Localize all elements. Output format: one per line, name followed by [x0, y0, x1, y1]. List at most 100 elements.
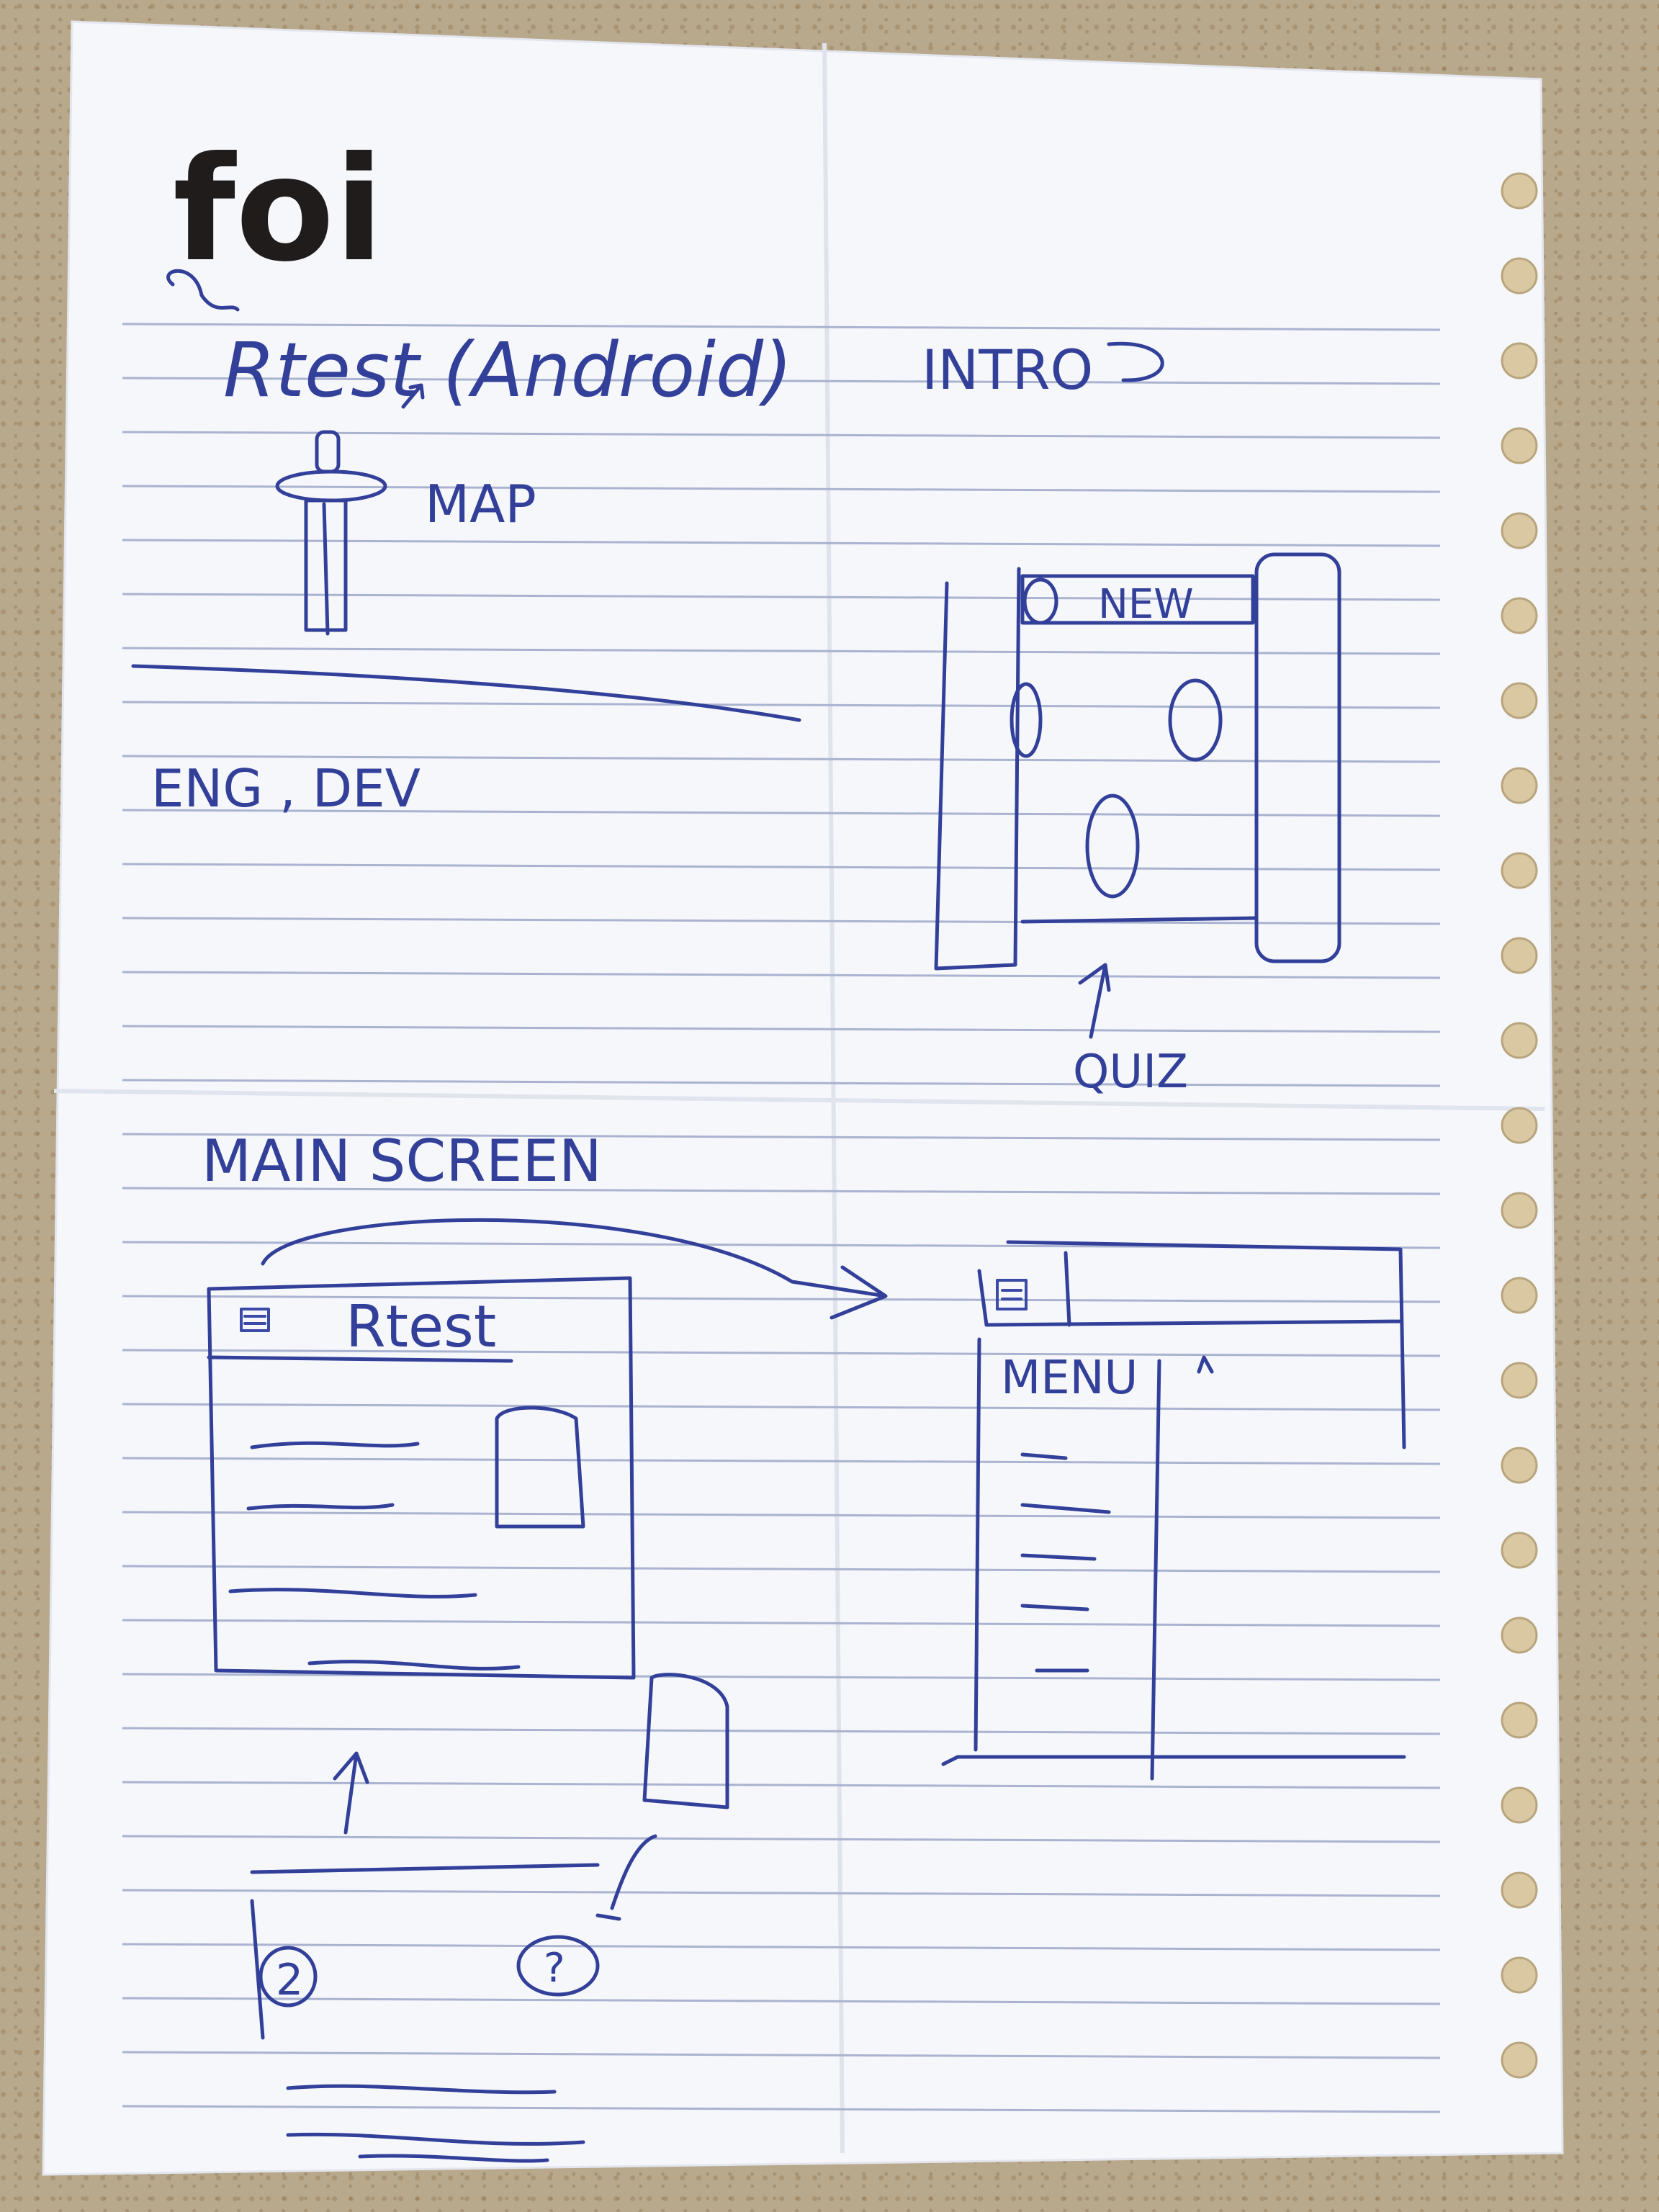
text-line — [228, 1588, 477, 1599]
paper-sheet — [42, 20, 1564, 2176]
rule-line — [122, 431, 1441, 439]
languages-text: ENG , DEV — [151, 758, 421, 819]
foi-logo: foi — [173, 126, 384, 294]
rule-line — [122, 323, 1441, 331]
binding-hole — [1501, 257, 1538, 295]
rule-line — [122, 377, 1441, 385]
binding-hole — [1501, 597, 1538, 634]
up-arrow — [333, 1751, 369, 1835]
rule-line — [122, 1565, 1441, 1573]
rule-line — [122, 593, 1441, 601]
rule-line — [122, 1511, 1441, 1519]
circle-right-text: ? — [544, 1945, 565, 1992]
map-label: MAP — [425, 474, 536, 534]
menu-caret-icon — [1197, 1355, 1214, 1374]
text-line — [246, 1503, 395, 1511]
rule-line — [122, 809, 1441, 817]
rule-line — [122, 1349, 1441, 1357]
intro-underline — [1107, 341, 1164, 382]
rule-line — [122, 1781, 1441, 1789]
binding-hole — [1501, 1107, 1538, 1144]
rule-line — [122, 971, 1441, 979]
map-pin-icon — [275, 430, 387, 636]
left-panel — [934, 567, 1021, 971]
binding-hole — [1501, 1532, 1538, 1569]
binding-hole — [1501, 1022, 1538, 1059]
binding-holes — [1501, 172, 1538, 2079]
rule-line — [122, 539, 1441, 547]
binding-hole — [1501, 937, 1538, 974]
hamburger-icon — [240, 1308, 270, 1332]
rule-line — [122, 1835, 1441, 1843]
text-line — [250, 1441, 420, 1449]
rule-line — [122, 1403, 1441, 1411]
rule-line — [122, 755, 1441, 763]
intro-label: INTRO — [922, 338, 1093, 402]
menu-hamburger-icon — [996, 1279, 1028, 1310]
rule-line — [122, 1727, 1441, 1735]
binding-hole — [1501, 1786, 1538, 1824]
binding-hole — [1501, 512, 1538, 549]
rule-line — [122, 863, 1441, 871]
menu-label: MENU — [1001, 1352, 1138, 1405]
binding-hole — [1501, 767, 1538, 804]
svg-text:NEW: NEW — [1098, 581, 1194, 628]
binding-hole — [1501, 1362, 1538, 1399]
quiz-label: QUIZ — [1073, 1046, 1188, 1099]
text-line — [307, 1660, 521, 1671]
card-doodle — [642, 1673, 729, 1809]
quiz-arrow — [1078, 963, 1111, 1039]
image-placeholder — [495, 1406, 585, 1529]
binding-hole — [1501, 682, 1538, 719]
binding-hole — [1501, 1701, 1538, 1739]
binding-hole — [1501, 1192, 1538, 1229]
section-divider — [131, 664, 801, 722]
rule-line — [122, 2105, 1441, 2113]
menu-item-line — [1020, 1503, 1111, 1514]
rule-line — [122, 2051, 1441, 2059]
binding-hole — [1501, 1617, 1538, 1654]
flow-arrow — [261, 1218, 888, 1320]
rule-line — [122, 1457, 1441, 1465]
binding-hole — [1501, 172, 1538, 210]
main-window-mockup: Rtest — [207, 1276, 636, 1680]
circle-left-text: 2 — [276, 1955, 303, 2005]
rule-line — [122, 917, 1441, 925]
rule-line — [122, 485, 1441, 493]
binding-hole — [1501, 342, 1538, 379]
binding-hole — [1501, 1447, 1538, 1484]
bottom-bar-doodle: 2 ? — [250, 1863, 600, 2163]
rule-line — [122, 1025, 1441, 1033]
intro-wireframe: INTRO NEW QUIZ — [922, 338, 1341, 1099]
new-button-doodle: NEW — [1020, 574, 1255, 628]
right-panel — [1254, 552, 1341, 963]
menu-item-line — [1020, 1604, 1089, 1611]
binding-hole — [1501, 1956, 1538, 1994]
quiz-bubble-icon — [1085, 793, 1140, 899]
menu-item-line — [1020, 1452, 1068, 1460]
title-flourish — [166, 269, 240, 312]
binding-hole — [1501, 852, 1538, 889]
binding-hole — [1501, 2041, 1538, 2079]
bottom-line — [1020, 916, 1259, 924]
app-title-text: Rtest (Android) — [223, 326, 793, 414]
mock-title-text: Rtest — [346, 1293, 496, 1360]
rule-line — [122, 647, 1441, 655]
rule-line — [122, 1619, 1441, 1627]
rule-line — [122, 1997, 1441, 2005]
binding-hole — [1501, 427, 1538, 464]
rule-line — [122, 1133, 1441, 1141]
rule-line — [122, 1187, 1441, 1195]
avatar-left-icon — [1010, 682, 1043, 758]
rule-line — [122, 1079, 1441, 1087]
avatar-right-icon — [1168, 678, 1223, 762]
menu-item-line — [1020, 1553, 1097, 1561]
title-arrow — [401, 383, 425, 409]
binding-hole — [1501, 1277, 1538, 1314]
rule-line — [122, 1943, 1441, 1951]
menu-mockup: MENU — [941, 1240, 1406, 1781]
rule-line — [122, 1889, 1441, 1897]
main-screen-section: MAIN SCREEN Rtest 2 ? — [202, 1128, 1406, 2163]
rule-line — [122, 1673, 1441, 1681]
